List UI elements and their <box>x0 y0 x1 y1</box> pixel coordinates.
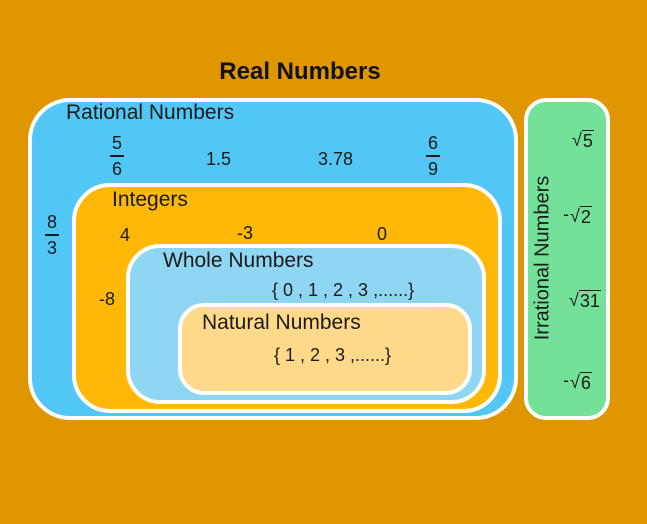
natural-numbers-region <box>178 303 472 395</box>
irrational-root: - √ 2 <box>563 204 592 227</box>
fraction-numerator: 5 <box>111 133 122 153</box>
fraction-denominator: 9 <box>427 159 438 179</box>
sqrt-icon: √ <box>569 290 579 310</box>
fraction-bar <box>45 234 59 236</box>
sqrt-icon: √ <box>570 206 580 226</box>
root-argument: 6 <box>579 372 592 393</box>
fraction-numerator: 8 <box>46 212 57 232</box>
fraction-bar <box>426 155 440 157</box>
root-argument: 5 <box>581 130 594 151</box>
irrational-root: - √ 6 <box>563 370 592 393</box>
irrational-root: √ 5 <box>571 130 594 151</box>
natural-numbers-set: { 1 , 2 , 3 ,......} <box>274 345 392 365</box>
rational-value-3-78: 3.78 <box>318 149 354 169</box>
integer-value: 4 <box>120 225 131 245</box>
rational-numbers-label: Rational Numbers <box>66 101 235 124</box>
integer-value: 0 <box>377 224 388 244</box>
irrational-numbers-label: Irrational Numbers <box>531 175 554 341</box>
fraction-8-3: 8 3 <box>45 212 59 258</box>
integer-value: -8 <box>99 289 116 309</box>
root-sign: - <box>563 204 569 224</box>
root-sign: - <box>563 370 569 390</box>
fraction-5-6: 5 6 <box>110 133 124 179</box>
sqrt-icon: √ <box>570 372 580 392</box>
fraction-numerator: 6 <box>427 133 438 153</box>
rational-value-1-5: 1.5 <box>206 149 232 169</box>
integer-value: -3 <box>237 223 254 243</box>
root-argument: 2 <box>579 206 592 227</box>
integers-label: Integers <box>112 188 188 211</box>
irrational-root: √ 31 <box>568 290 601 311</box>
natural-numbers-label: Natural Numbers <box>202 311 361 334</box>
diagram-title: Real Numbers <box>219 58 381 85</box>
whole-numbers-label: Whole Numbers <box>163 249 314 272</box>
irrational-numbers-region <box>524 98 610 420</box>
root-argument: 31 <box>578 290 601 311</box>
fraction-6-9: 6 9 <box>426 133 440 179</box>
whole-numbers-set: { 0 , 1 , 2 , 3 ,......} <box>272 280 415 300</box>
fraction-denominator: 3 <box>46 238 57 258</box>
fraction-bar <box>110 155 124 157</box>
sqrt-icon: √ <box>572 130 582 150</box>
fraction-denominator: 6 <box>111 159 122 179</box>
